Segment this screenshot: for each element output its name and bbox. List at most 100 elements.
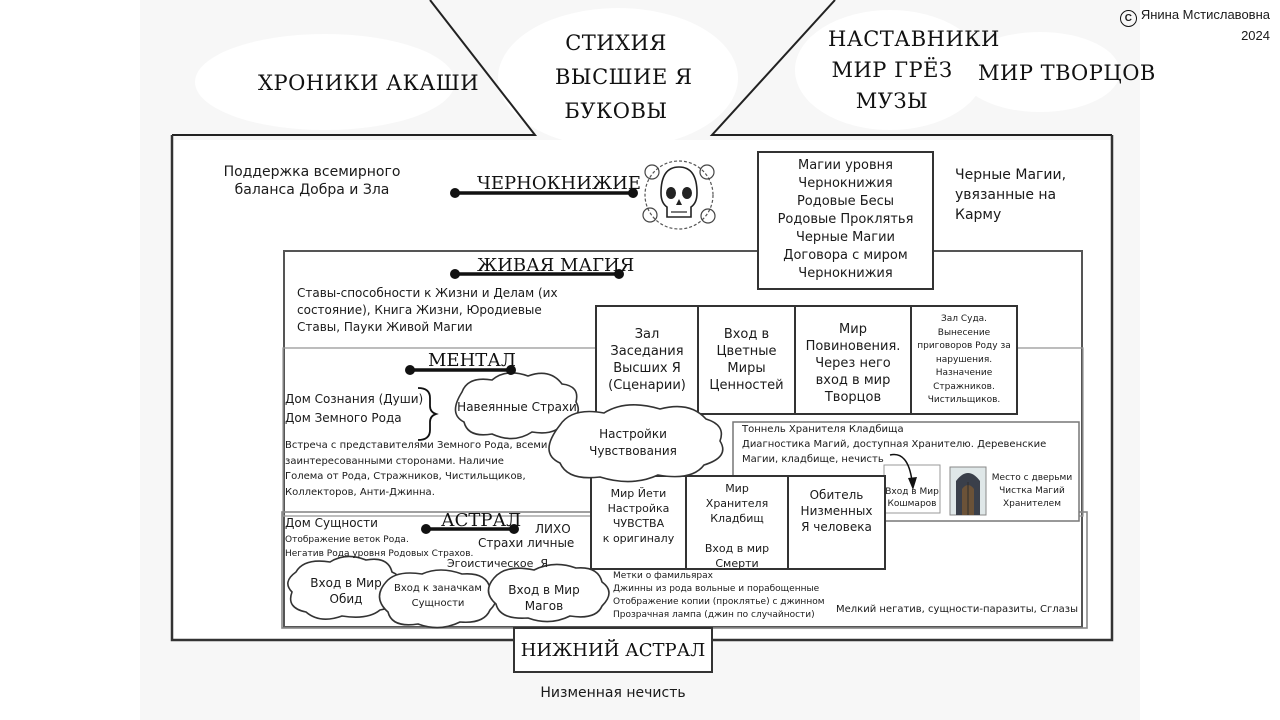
door-place-text: Место с дверьми Чистка Магий Хранителем <box>988 472 1076 511</box>
zhivaya-line: состояние), Книга Жизни, Юродиевые <box>297 303 542 317</box>
mental-title: МЕНТАЛ <box>428 350 516 371</box>
astral-line: Негатив Рода уровня Родовых Страхов. <box>285 549 474 559</box>
hall-line: Через него <box>815 356 891 371</box>
mir-tvortsov-label: МИР ТВОРЦОВ <box>978 61 1156 85</box>
copyright-icon: C <box>1119 10 1137 27</box>
cloud-line: Обид <box>329 592 363 606</box>
world-line: Обитель <box>809 488 864 502</box>
house-soznaniya: Дом Сознания (Души) <box>285 392 424 406</box>
box-line: Чернокнижия <box>798 266 893 281</box>
top-center-labels: СТИХИЯ ВЫСШИЕ Я БУКОВЫ <box>555 26 693 128</box>
astral-line: Отображение веток Рода. <box>285 535 409 545</box>
hall-line: (Сценарии) <box>608 378 686 393</box>
familiars-line: Отображение копии (проклятье) с джинном <box>613 597 825 607</box>
cloud-naveyannye-strahi: Навеянные Страхи <box>457 400 577 414</box>
cloud-mir-magov: Вход в Мир Магов <box>496 582 592 614</box>
world-line: ЧУВСТВА <box>612 517 665 530</box>
strahi-lichnye-label: Страхи личные <box>478 536 575 550</box>
box-line: Родовые Проклятья <box>777 212 914 227</box>
nizhniy-astral-title: НИЖНИЙ АСТРАЛ <box>520 640 706 661</box>
meeting-line: Коллекторов, Анти-Джинна. <box>285 486 435 498</box>
box-line: Черные Магии <box>796 230 895 245</box>
hall-line: Зал <box>634 327 660 342</box>
hall-line: Стражников. <box>933 381 995 392</box>
balance-text: Поддержка всемирного баланса Добра и Зла <box>210 164 414 199</box>
zhivaya-line: Ставы, Пауки Живой Магии <box>297 320 473 334</box>
tunnel-line: Магии, кладбище, нечисть <box>742 454 884 465</box>
vysshie-ya-label: ВЫСШИЕ Я <box>555 65 693 89</box>
skull-emblem-icon <box>642 160 716 230</box>
dom-suschnosti: Дом Сущности <box>285 516 378 530</box>
karma-line: увязанные на <box>955 187 1057 203</box>
cloud-zanachki: Вход к заначкам Сущности <box>386 581 490 611</box>
egoistic-self-label: Эгоистическое Я <box>447 557 549 570</box>
world-line: Хранителя <box>705 497 769 510</box>
nightmares-line: Кошмаров <box>887 499 937 509</box>
world-hranitelya-kladbisch: Мир Хранителя Кладбищ Вход в мир Смерти <box>687 481 787 571</box>
hall-line: Ценностей <box>709 378 784 393</box>
cloud-line: Вход в Мир <box>310 576 382 590</box>
tunnel-text: Тоннель Хранителя Кладбища Диагностика М… <box>742 422 1046 467</box>
mental-meeting-text: Встреча с представителями Земного Рода, … <box>285 438 547 500</box>
world-obitel: Обитель Низменных Я человека <box>789 487 884 535</box>
nightmares-line: Вход в Мир <box>885 487 939 497</box>
cloud-line: Сущности <box>411 598 465 609</box>
hall-line: Зал Суда. <box>940 314 988 324</box>
world-line: Вход в мир <box>704 542 770 555</box>
tunnel-line: Тоннель Хранителя Кладбища <box>742 424 904 435</box>
zhivaya-line: Ставы-способности к Жизни и Делам (их <box>297 286 558 300</box>
tunnel-line: Диагностика Магий, доступная Хранителю. … <box>742 439 1047 450</box>
copyright-year: 2024 <box>1241 28 1270 43</box>
bukovy-label: БУКОВЫ <box>564 99 668 123</box>
box-line: Магии уровня <box>798 158 893 173</box>
astral-title: АСТРАЛ <box>441 510 522 531</box>
cloud-line: Магов <box>524 599 564 613</box>
licho-label: ЛИХО <box>535 522 571 536</box>
hall-zasedaniya: Зал Заседания Высших Я (Сценарии) <box>597 326 697 394</box>
door-line: Место с дверьми <box>991 473 1073 483</box>
familiars-line: Метки о фамильярах <box>613 571 713 581</box>
astral-lines: Отображение веток Рода. Негатив Рода уро… <box>285 533 473 561</box>
cloud-nastroyki: Настройки Чувствования <box>564 426 702 460</box>
mir-gryoz-label: МИР ГРЁЗ <box>831 58 953 82</box>
hall-povinoveniya: Мир Повиновения. Через него вход в мир Т… <box>796 321 910 406</box>
hall-tsvetnye-miry: Вход в Цветные Миры Ценностей <box>699 326 794 394</box>
world-line: Я человека <box>801 520 872 534</box>
familiars-line: Прозрачная лампа (джин по случайности) <box>613 610 815 620</box>
meeting-line: Встреча с представителями Земного Рода, … <box>285 440 548 451</box>
chernoknizhie-box-text: Магии уровня Чернокнижия Родовые Бесы Ро… <box>760 157 931 283</box>
hall-line: нарушения. <box>935 354 993 365</box>
chernoknizhie-title: ЧЕРНОКНИЖИЕ <box>477 173 642 194</box>
hall-line: Назначение <box>935 368 993 378</box>
world-line: Кладбищ <box>710 512 764 525</box>
hall-line: Высших Я <box>613 361 681 376</box>
nightmares-entry: Вход в Мир Кошмаров <box>884 486 940 510</box>
cloud-mir-obid: Вход в Мир Обид <box>298 575 394 607</box>
meeting-line: Голема от Рода, Стражников, Чистильщиков… <box>285 471 526 482</box>
cloud-line: Настройки <box>599 427 667 441</box>
guardian-door-icon <box>949 466 987 516</box>
world-line: Низменных <box>800 504 873 518</box>
cloud-line: Вход к заначкам <box>394 583 482 594</box>
hall-line: Вход в <box>723 327 770 342</box>
door-line: Хранителем <box>1003 499 1061 509</box>
hall-line: Миры <box>727 361 766 376</box>
box-line: Договора с миром <box>783 248 908 263</box>
world-yeti: Мир Йети Настройка ЧУВСТВА к оригиналу <box>592 486 685 546</box>
world-line <box>687 526 787 541</box>
box-line: Родовые Бесы <box>796 194 895 209</box>
hall-line: Повиновения. <box>805 339 901 354</box>
hall-line: Вынесение <box>937 327 991 338</box>
hall-line: вход в мир <box>815 373 891 388</box>
hall-line: Чистильщиков. <box>927 395 1001 405</box>
stihiya-label: СТИХИЯ <box>565 31 667 55</box>
nastavniki-label: НАСТАВНИКИ <box>828 27 1000 51</box>
hall-line: Цветные <box>716 344 777 359</box>
box-line: Чернокнижия <box>798 176 893 191</box>
karma-line: Черные Магии, <box>955 167 1067 183</box>
house-zemnogo-roda: Дом Земного Рода <box>285 411 402 425</box>
familiars-text: Метки о фамильярах Джинны из рода вольны… <box>613 570 825 622</box>
mental-houses: Дом Сознания (Души) Дом Земного Рода <box>285 390 423 428</box>
